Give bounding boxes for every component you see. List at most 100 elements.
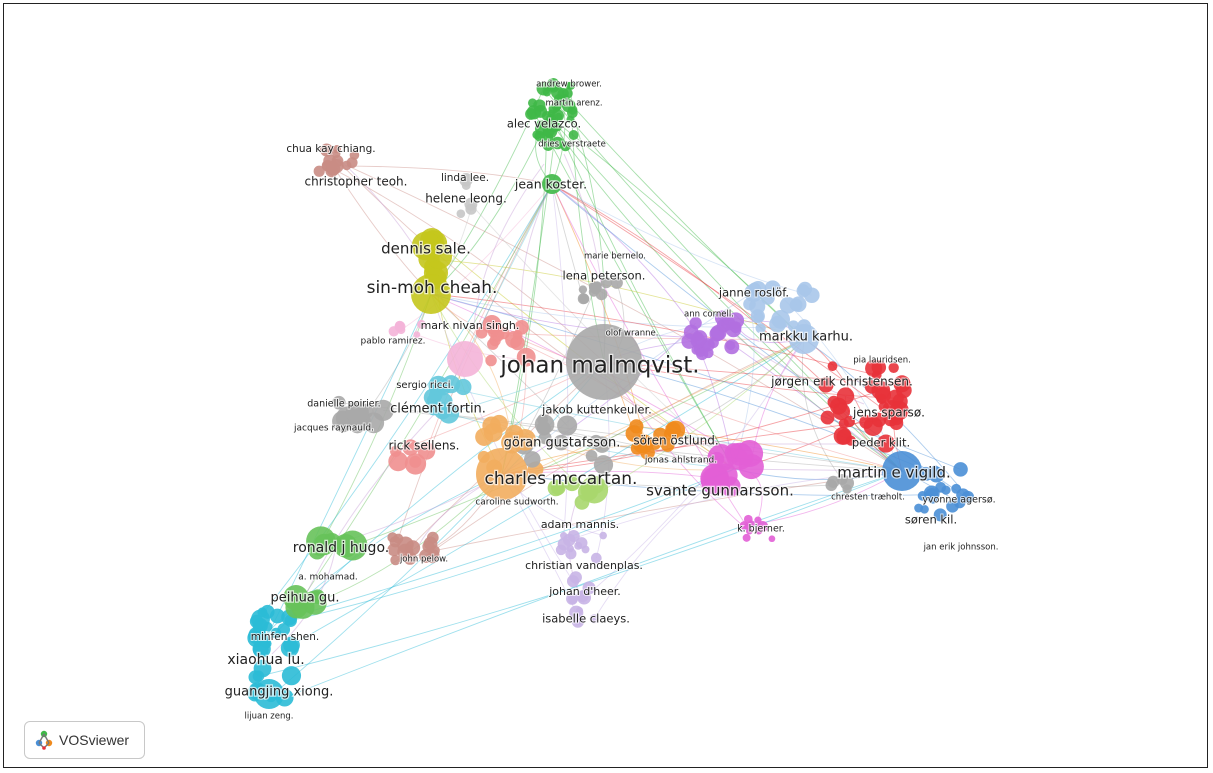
author-label[interactable]: lena peterson.: [562, 268, 647, 284]
author-node[interactable]: [843, 415, 855, 428]
author-label[interactable]: ann cornell.: [683, 309, 735, 321]
author-node[interactable]: [742, 533, 751, 542]
author-node[interactable]: [928, 466, 945, 483]
author-node[interactable]: [547, 479, 565, 497]
author-node[interactable]: [804, 287, 820, 304]
author-node[interactable]: [727, 312, 745, 329]
author-node[interactable]: [820, 410, 835, 425]
author-node[interactable]: [563, 474, 581, 492]
author-node[interactable]: [749, 298, 766, 315]
author-node[interactable]: [923, 485, 940, 502]
author-node[interactable]: [397, 536, 414, 553]
author-node[interactable]: [600, 277, 612, 289]
author-node[interactable]: [714, 310, 731, 326]
author-label[interactable]: dries verstraete: [537, 139, 607, 151]
author-node[interactable]: [585, 450, 598, 462]
author-node[interactable]: [419, 549, 433, 563]
author-node[interactable]: [634, 434, 654, 454]
author-label[interactable]: jens sparsø.: [851, 405, 926, 421]
author-label[interactable]: clément fortin.: [389, 400, 487, 418]
author-node[interactable]: [577, 293, 589, 305]
author-node[interactable]: [306, 526, 336, 556]
author-label[interactable]: yvonne agersø.: [921, 494, 996, 507]
author-label[interactable]: pablo ramirez.: [360, 336, 427, 348]
author-label[interactable]: sin-moh cheah.: [365, 277, 498, 300]
author-node[interactable]: [660, 438, 675, 452]
author-node[interactable]: [337, 530, 368, 561]
author-node[interactable]: [789, 324, 819, 354]
author-label[interactable]: marie bernelo.: [583, 251, 647, 263]
author-node[interactable]: [865, 359, 883, 377]
author-node[interactable]: [388, 451, 408, 472]
author-node[interactable]: [423, 536, 438, 551]
author-label[interactable]: helene leong.: [424, 191, 508, 207]
author-node[interactable]: [551, 136, 564, 150]
author-node[interactable]: [882, 451, 922, 491]
author-node[interactable]: [345, 401, 369, 425]
author-label[interactable]: martin arenz.: [544, 98, 603, 110]
author-node[interactable]: [710, 324, 727, 341]
author-label[interactable]: søren kil.: [904, 512, 958, 528]
author-label[interactable]: john pelow.: [398, 554, 449, 566]
author-label[interactable]: guangjing xiong.: [223, 683, 334, 701]
author-node[interactable]: [768, 535, 776, 543]
coauthorship-network-map[interactable]: andrew brower.martin arenz.alec velazco.…: [4, 4, 1208, 768]
author-node[interactable]: [402, 439, 419, 456]
author-node[interactable]: [251, 609, 270, 629]
author-node[interactable]: [553, 434, 569, 451]
author-node[interactable]: [482, 315, 502, 334]
author-node[interactable]: [566, 324, 642, 400]
author-node[interactable]: [372, 399, 394, 421]
author-node[interactable]: [514, 320, 529, 335]
author-node[interactable]: [946, 500, 959, 513]
author-node[interactable]: [557, 415, 578, 436]
author-node[interactable]: [569, 571, 582, 584]
author-node[interactable]: [589, 614, 599, 624]
author-node[interactable]: [818, 377, 834, 393]
author-node[interactable]: [771, 310, 791, 329]
author-node[interactable]: [610, 276, 623, 289]
author-node[interactable]: [253, 659, 272, 678]
author-node[interactable]: [476, 448, 528, 500]
author-node[interactable]: [757, 520, 769, 533]
author-node[interactable]: [590, 552, 602, 564]
author-label[interactable]: lijuan zeng.: [244, 711, 295, 723]
author-node[interactable]: [557, 537, 571, 551]
author-node[interactable]: [456, 209, 466, 218]
author-node[interactable]: [836, 387, 855, 405]
author-node[interactable]: [254, 679, 284, 709]
author-label[interactable]: markku karhu.: [758, 328, 855, 346]
author-label[interactable]: linda lee.: [440, 171, 490, 185]
author-node[interactable]: [390, 554, 401, 566]
author-node[interactable]: [569, 605, 584, 620]
author-label[interactable]: chua kay chiang.: [285, 142, 376, 156]
author-node[interactable]: [332, 395, 346, 410]
author-node[interactable]: [724, 339, 740, 355]
author-node[interactable]: [483, 423, 503, 442]
author-node[interactable]: [565, 548, 577, 560]
author-label[interactable]: pia lauridsen.: [852, 355, 912, 367]
author-label[interactable]: k. bjerner.: [736, 523, 786, 536]
author-node[interactable]: [889, 401, 909, 421]
author-label[interactable]: martin e vigild.: [836, 462, 952, 483]
network-canvas[interactable]: andrew brower.martin arenz.alec velazco.…: [3, 3, 1208, 768]
author-node[interactable]: [666, 420, 686, 440]
author-label[interactable]: olof wranne.: [605, 328, 660, 340]
author-node[interactable]: [744, 283, 763, 303]
author-node[interactable]: [578, 285, 588, 294]
author-label[interactable]: janne roslöf.: [717, 285, 790, 301]
author-node[interactable]: [739, 521, 749, 530]
author-node[interactable]: [247, 628, 266, 648]
author-label[interactable]: peihua gu.: [269, 589, 341, 607]
author-node[interactable]: [269, 608, 285, 624]
author-node[interactable]: [416, 319, 426, 329]
author-node[interactable]: [888, 362, 899, 373]
author-node[interactable]: [743, 514, 753, 524]
author-node[interactable]: [447, 341, 483, 377]
author-label[interactable]: sergio ricci.: [395, 379, 455, 392]
author-node[interactable]: [417, 442, 436, 460]
author-node[interactable]: [893, 375, 911, 393]
author-node[interactable]: [280, 638, 299, 658]
author-node[interactable]: [575, 537, 588, 549]
author-label[interactable]: andrew brower.: [535, 79, 603, 91]
